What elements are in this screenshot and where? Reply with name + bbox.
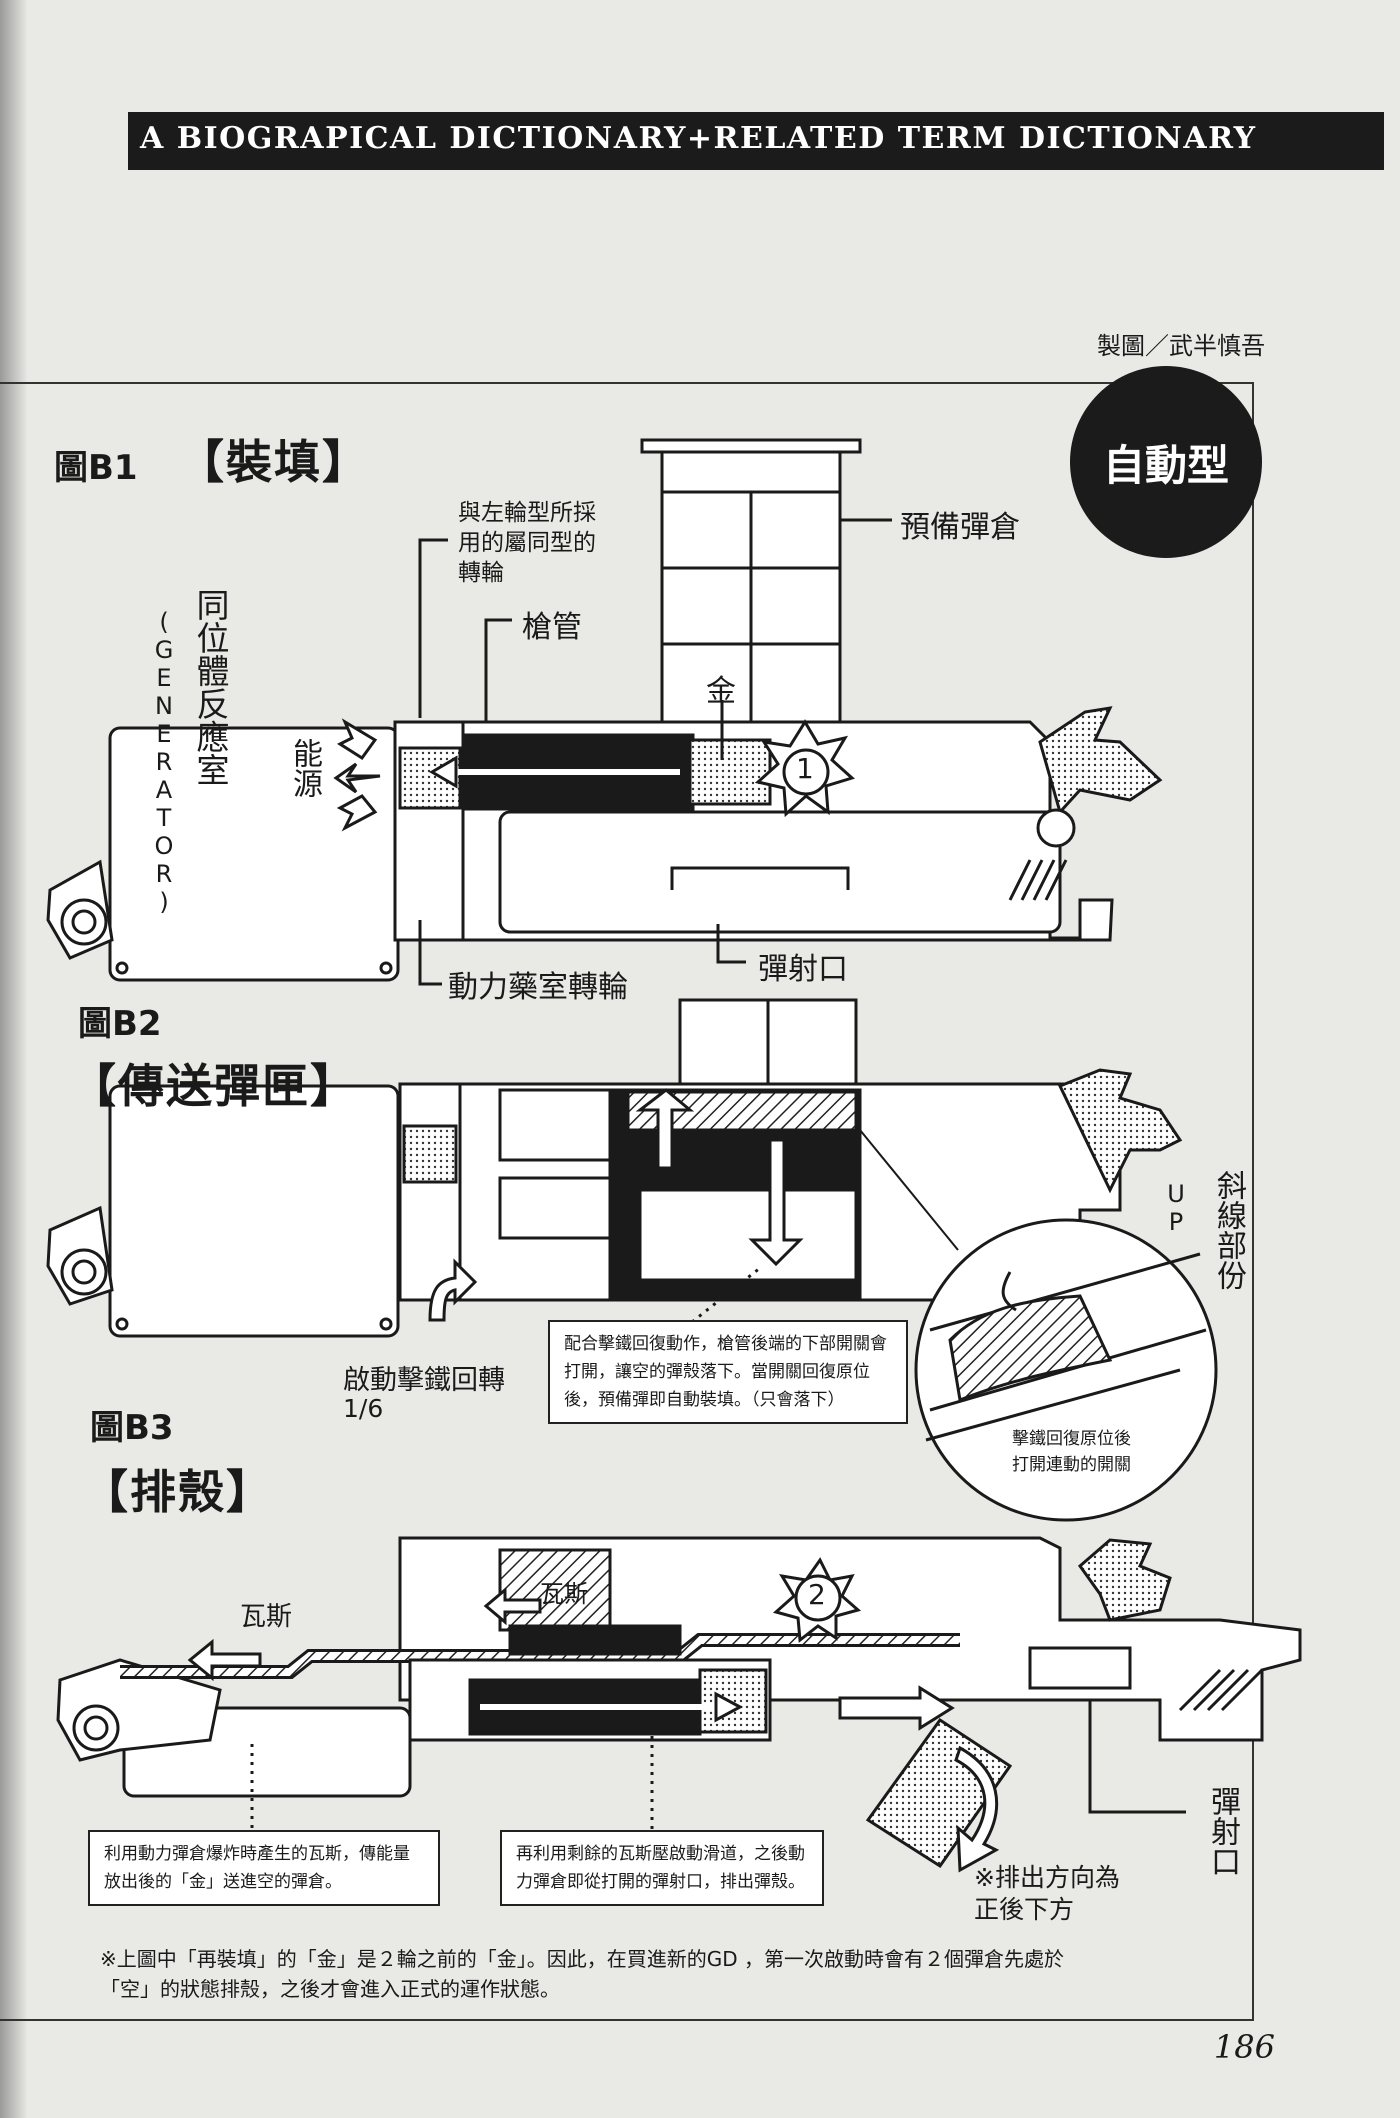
figure-b1-id: 圖B1: [54, 448, 138, 488]
page-number: 186: [1213, 2028, 1275, 2066]
label-same-wheel-1: 與左輪型所採: [458, 500, 596, 526]
figure-b2-section: 【傳送彈匣】: [70, 1059, 358, 1113]
note-b2-circle-1: 擊鐵回復原位後: [1012, 1429, 1131, 1449]
header-bar: [128, 112, 1384, 170]
label-fraction: 1/6: [343, 1394, 384, 1423]
marker-1-number: 1: [796, 752, 814, 785]
label-trigger-rotate: 啟動擊鐵回轉: [343, 1365, 505, 1396]
header-title: A BIOGRAPICAL DICTIONARY+RELATED TERM DI…: [140, 121, 1257, 156]
note-b3-gas: 利用動力彈倉爆炸時產生的瓦斯，傳能量放出後的「金」送進空的彈倉。: [88, 1830, 440, 1906]
mode-badge: 自動型: [1070, 366, 1262, 558]
label-up: UP: [1162, 1180, 1190, 1236]
label-power-chamber-wheel: 動力藥室轉輪: [448, 970, 628, 1005]
b3-gun-drawing: [56, 1536, 1302, 1873]
label-kin: 金: [706, 674, 736, 709]
note-b2-switch: 配合擊鐵回復動作，槍管後端的下部開關會打開，讓空的彈殼落下。當開關回復原位後，預…: [548, 1320, 908, 1424]
marker-1: [782, 748, 830, 796]
footnote: ※上圖中「再裝填」的「金」是２輪之前的「金」。因此，在買進新的GD ，第一次啟動…: [100, 1947, 1065, 2001]
label-ejection-port-b3: 彈射口: [1205, 1786, 1240, 1876]
label-reserve-magazine: 預備彈倉: [900, 510, 1020, 545]
note-b2-circle-2: 打開連動的開關: [1012, 1455, 1131, 1475]
label-eject-direction-1: ※排出方向為: [974, 1863, 1120, 1892]
figure-b3-id: 圖B3: [90, 1408, 174, 1448]
page-shadow: [0, 0, 28, 2118]
figure-b2-id: 圖B2: [78, 1004, 162, 1044]
label-gas-left: 瓦斯: [240, 1602, 293, 1632]
label-generator-en: (GENERATOR): [150, 608, 178, 916]
figure-b3-section: 【排殼】: [82, 1465, 274, 1519]
note-b3-slide: 再利用剩餘的瓦斯壓啟動滑道，之後動力彈倉即從打開的彈射口，排出彈殼。: [500, 1830, 824, 1906]
b1-gun-drawing: [46, 438, 1163, 986]
label-gas-mid: 瓦斯: [540, 1580, 588, 1608]
marker-2-number: 2: [808, 1578, 826, 1611]
label-ejection-port: 彈射口: [758, 952, 848, 987]
illustration-credit: 製圖／武半慎吾: [1097, 332, 1265, 360]
b2-gun-drawing: [46, 998, 1218, 1522]
label-same-wheel-2: 用的屬同型的: [458, 530, 596, 556]
label-energy: 能源: [287, 738, 322, 798]
label-eject-direction-2: 正後下方: [974, 1895, 1075, 1924]
marker-2: [794, 1574, 842, 1622]
label-same-wheel-3: 轉輪: [458, 560, 504, 586]
diagram-frame: [0, 382, 1254, 2021]
label-gun-barrel: 槍管: [522, 610, 582, 645]
figure-b1-section: 【裝填】: [178, 435, 370, 489]
label-generator: 同位體反應室: [191, 588, 230, 786]
label-hatched-part: 斜線部份: [1211, 1170, 1246, 1290]
